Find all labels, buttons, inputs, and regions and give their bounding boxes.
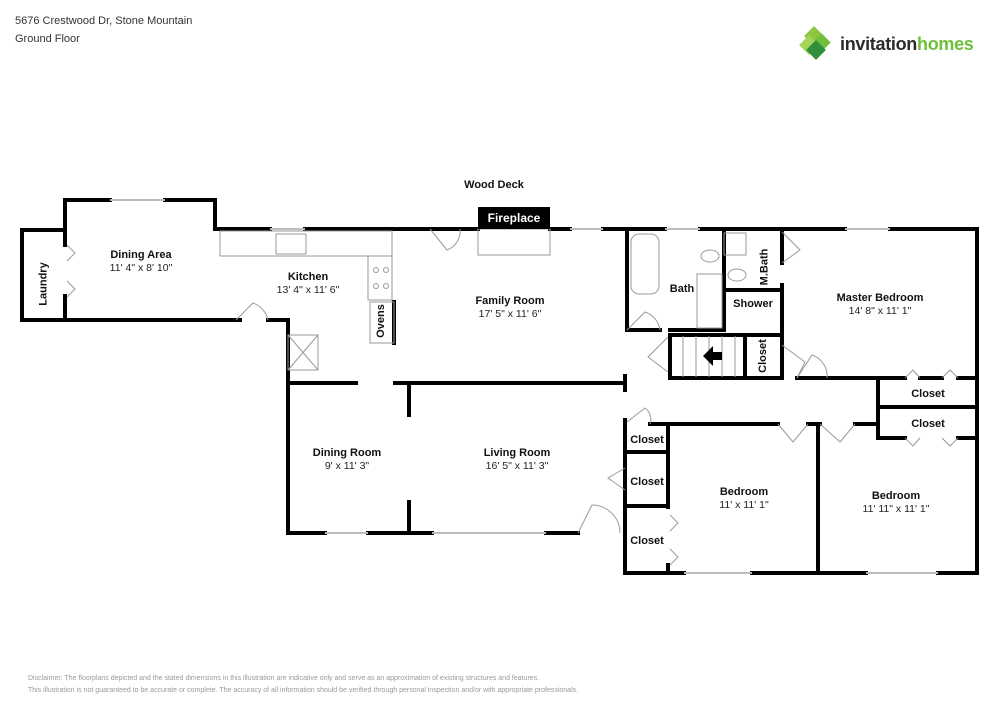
room-name: Dining Room (312, 447, 382, 459)
room-name: Kitchen (287, 271, 329, 283)
room-closet-b: Closet (630, 476, 664, 488)
room-name: Living Room (483, 447, 551, 459)
room-hall-closet: Closet (756, 339, 769, 373)
room-name: Dining Area (110, 249, 172, 261)
room-name: Master Bedroom (836, 292, 924, 304)
room-bedroom-1: Bedroom 11' x 11' 1" (719, 486, 768, 511)
room-dimensions: 13' 4" x 11' 6" (276, 284, 340, 296)
invitation-homes-logo: invitationhomes (798, 26, 974, 62)
property-address: 5676 Crestwood Dr, Stone Mountain (15, 15, 193, 27)
room-dimensions: 14' 8" x 11' 1" (848, 305, 912, 317)
logo-text-invitation: invitation (840, 33, 917, 54)
room-bedroom-2: Bedroom 11' 11" x 11' 1" (863, 490, 930, 515)
room-master-closet-1: Closet (911, 388, 945, 400)
green-diamond-cluster-icon (799, 26, 831, 60)
room-kitchen: Kitchen 13' 4" x 11' 6" (277, 271, 340, 296)
wood-deck-label: Wood Deck (464, 179, 524, 191)
room-family-room: Family Room 17' 5" x 11' 6" (475, 295, 544, 320)
floor-name: Ground Floor (15, 33, 80, 45)
room-m-bath: M.Bath (758, 248, 771, 286)
room-dining-room: Dining Room 9' x 11' 3" (313, 447, 381, 472)
room-closet-a: Closet (630, 434, 664, 446)
room-dimensions: 11' 11" x 11' 1" (862, 503, 930, 515)
disclaimer-line-1: Disclaimer: The floorplans depicted and … (28, 675, 540, 682)
room-dimensions: 11' x 11' 1" (719, 499, 769, 511)
room-living-room: Living Room 16' 5" x 11' 3" (484, 447, 551, 472)
stairs-down-arrow-icon (703, 346, 722, 366)
shower-label: Shower (733, 298, 773, 310)
ovens-label: Ovens (374, 304, 387, 338)
room-laundry: Laundry (37, 262, 50, 306)
room-dimensions: 11' 4" x 8' 10" (109, 262, 173, 274)
room-name: Family Room (475, 295, 545, 307)
room-dimensions: 9' x 11' 3" (324, 460, 370, 472)
room-name: Bedroom (871, 490, 921, 502)
room-dimensions: 17' 5" x 11' 6" (478, 308, 542, 320)
room-dining-area: Dining Area 11' 4" x 8' 10" (110, 249, 173, 274)
logo-text-homes: homes (917, 33, 974, 54)
room-bath: Bath (669, 283, 695, 295)
room-closet-c: Closet (630, 535, 664, 547)
room-name: Bedroom (719, 486, 769, 498)
room-master-bedroom: Master Bedroom 14' 8" x 11' 1" (837, 292, 924, 317)
room-dimensions: 16' 5" x 11' 3" (485, 460, 549, 472)
room-master-closet-2: Closet (911, 418, 945, 430)
disclaimer-line-2: This illustration is not guaranteed to b… (28, 687, 579, 694)
fireplace: Fireplace (478, 207, 550, 229)
